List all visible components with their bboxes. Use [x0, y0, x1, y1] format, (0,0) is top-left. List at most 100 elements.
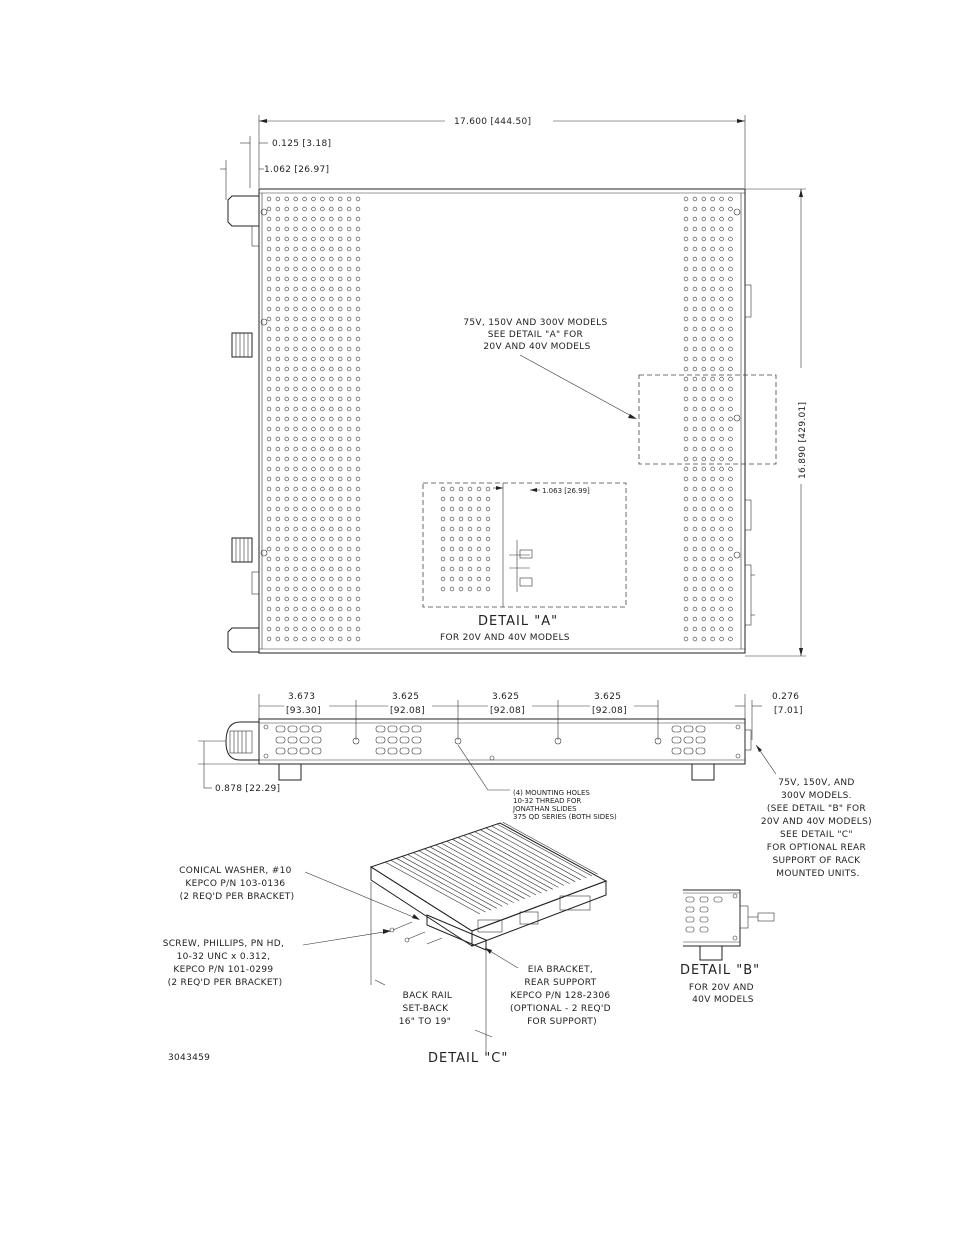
vent-hole: [683, 466, 689, 472]
vent-hole: [346, 276, 352, 282]
vent-hole: [701, 386, 706, 392]
vent-hole: [476, 496, 482, 502]
vent-hole: [275, 456, 281, 462]
vent-hole: [293, 456, 298, 462]
vent-hole: [311, 556, 316, 562]
vent-hole: [311, 266, 316, 272]
vent-hole: [266, 526, 272, 532]
vent-hole: [275, 436, 281, 442]
vent-line: [468, 833, 565, 886]
vent-hole: [701, 246, 706, 252]
vent-hole: [719, 296, 724, 302]
vent-hole: [440, 486, 446, 492]
vent-slot: [287, 736, 298, 744]
vent-hole: [329, 436, 334, 442]
vent-hole: [355, 236, 361, 242]
vent-hole: [266, 366, 272, 372]
vent-hole: [485, 546, 491, 552]
vent-hole: [338, 346, 343, 352]
vent-hole: [320, 626, 325, 632]
vent-hole: [449, 486, 455, 492]
vent-hole: [329, 256, 334, 262]
vent-hole: [311, 306, 316, 312]
vent-hole: [719, 396, 724, 402]
vent-hole: [302, 506, 307, 512]
vent-hole: [293, 486, 298, 492]
detail-b: DETAIL "B" FOR 20V AND 40V MODELS: [680, 889, 775, 1005]
vent-hole: [293, 416, 298, 422]
vent-slot: [299, 725, 310, 733]
vent-hole: [692, 286, 698, 292]
vent-hole: [701, 396, 706, 402]
vent-line: [396, 857, 492, 911]
mount-dim-3-mm: [92.08]: [490, 706, 525, 716]
vent-hole: [266, 336, 272, 342]
vent-hole: [320, 296, 325, 302]
vent-hole: [329, 406, 334, 412]
mount-dim-4: 3.625: [594, 692, 621, 702]
vent-hole: [476, 546, 482, 552]
vent-hole: [719, 496, 724, 502]
vent-hole: [719, 376, 724, 382]
vent-hole: [320, 206, 325, 212]
vent-hole: [449, 566, 455, 572]
vent-hole: [719, 636, 724, 642]
vent-hole: [710, 546, 715, 552]
vent-hole: [338, 516, 343, 522]
vent-hole: [719, 596, 724, 602]
vent-hole: [449, 516, 455, 522]
vent-hole: [728, 406, 733, 412]
vent-hole: [311, 276, 316, 282]
vent-hole: [266, 296, 272, 302]
vent-hole: [293, 206, 298, 212]
vent-slot: [399, 747, 410, 755]
vent-hole: [355, 356, 361, 362]
vent-hole: [701, 196, 706, 202]
vent-hole: [338, 636, 343, 642]
vent-hole: [692, 586, 698, 592]
vent-hole: [701, 346, 706, 352]
mount-dim-2: 3.625: [392, 692, 419, 702]
vent-hole: [683, 296, 689, 302]
vent-hole: [320, 366, 325, 372]
back-rail-note: BACK RAIL SET-BACK 16" TO 19": [399, 991, 456, 1027]
vent-hole: [683, 376, 689, 382]
vent-hole: [266, 566, 272, 572]
vent-hole: [266, 576, 272, 582]
vent-hole: [683, 256, 689, 262]
vent-hole: [355, 216, 361, 222]
vent-hole: [302, 606, 307, 612]
vent-hole: [320, 276, 325, 282]
vent-line: [496, 823, 593, 877]
vent-hole: [355, 286, 361, 292]
vent-hole: [302, 456, 307, 462]
vent-hole: [284, 516, 289, 522]
vent-hole: [311, 636, 316, 642]
vent-hole: [338, 556, 343, 562]
vent-hole: [701, 256, 706, 262]
vent-hole: [338, 446, 343, 452]
vent-hole: [320, 476, 325, 482]
vent-hole: [320, 576, 325, 582]
vent-hole: [338, 386, 343, 392]
vent-hole: [692, 566, 698, 572]
vent-hole: [266, 456, 272, 462]
vent-hole: [266, 216, 272, 222]
vent-hole: [710, 236, 715, 242]
vent-hole: [284, 596, 289, 602]
vent-hole: [302, 426, 307, 432]
vent-hole: [346, 266, 352, 272]
vent-hole: [302, 466, 307, 472]
vent-hole: [284, 506, 289, 512]
vent-hole: [338, 586, 343, 592]
vent-hole: [293, 506, 298, 512]
vent-hole: [293, 356, 298, 362]
vent-hole: [293, 236, 298, 242]
vent-hole: [355, 486, 361, 492]
vent-hole: [692, 536, 698, 542]
vent-hole: [346, 356, 352, 362]
vent-hole: [266, 406, 272, 412]
vent-hole: [692, 266, 698, 272]
vent-hole: [293, 496, 298, 502]
